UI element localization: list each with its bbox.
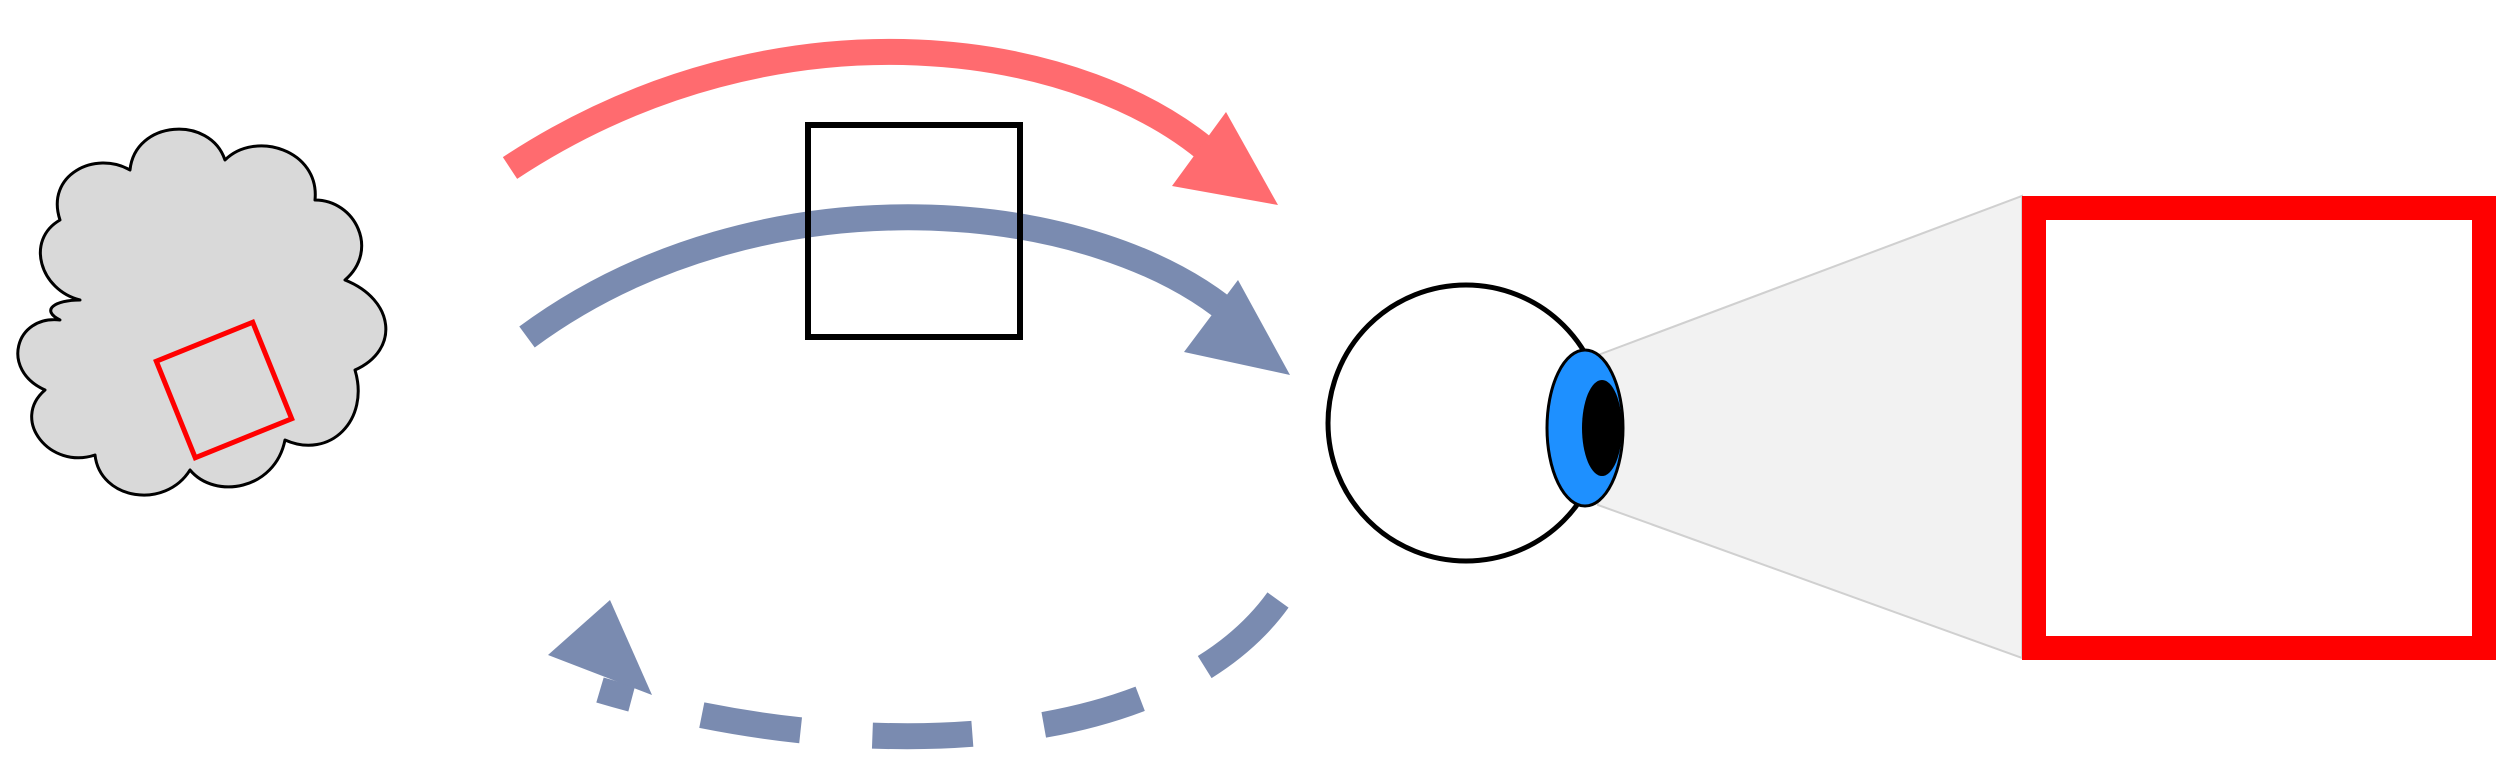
- cloud-tilted-square: [153, 319, 295, 461]
- dashed-blue-arrow-bottom: [548, 592, 1289, 750]
- red-arrow-head: [1172, 112, 1278, 205]
- pupil: [1582, 380, 1622, 476]
- blue-arrow-shaft: [519, 204, 1249, 348]
- blue-arrow-middle: [519, 204, 1290, 375]
- view-cone: [1597, 194, 2023, 660]
- dashed-arrow-shaft: [596, 592, 1289, 750]
- dashed-arrow-head: [548, 600, 652, 695]
- red-arrow-top: [502, 39, 1278, 205]
- black-square-stimulus: [805, 122, 1023, 340]
- eye: [1325, 282, 1625, 564]
- cloud-shape: [16, 127, 388, 497]
- red-arrow-shaft: [502, 39, 1229, 179]
- blue-arrow-head: [1184, 280, 1290, 375]
- cloud: [16, 127, 388, 497]
- perceived-red-square: [2022, 196, 2496, 660]
